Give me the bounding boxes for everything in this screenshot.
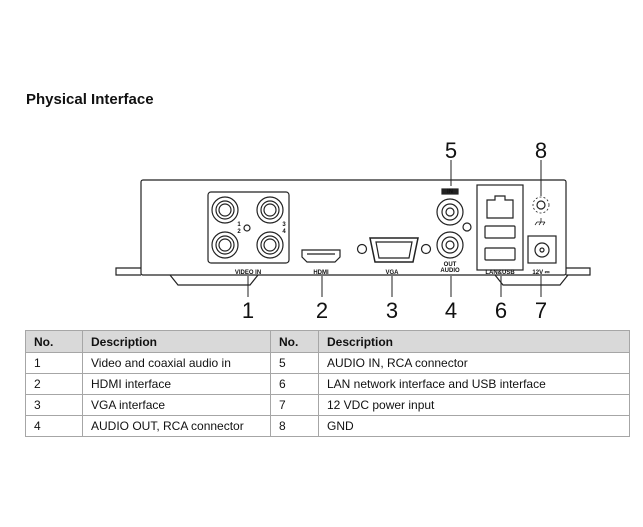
power-jack xyxy=(527,235,557,264)
callout-4: 4 xyxy=(445,298,457,323)
cell-no: 5 xyxy=(270,352,319,374)
table-header-row: No. Description No. Description xyxy=(25,330,630,353)
cell-description: VGA interface xyxy=(82,394,271,416)
cell-description: AUDIO IN, RCA connector xyxy=(318,352,630,374)
audio-in-tag xyxy=(441,188,459,195)
bnc-connector xyxy=(256,231,284,259)
header-description: Description xyxy=(82,330,271,353)
table-row: 2 HDMI interface 6 LAN network interface… xyxy=(25,373,630,395)
cell-description: HDMI interface xyxy=(82,373,271,395)
right-foot xyxy=(494,274,569,286)
header-no: No. xyxy=(270,330,319,353)
cell-no: 2 xyxy=(25,373,83,395)
bnc-channel-label: 4 xyxy=(282,229,286,235)
callout-7: 7 xyxy=(535,298,547,323)
leader-lines xyxy=(247,160,542,297)
callout-3: 3 xyxy=(386,298,398,323)
cell-description: Video and coaxial audio in xyxy=(82,352,271,374)
bnc-connector xyxy=(211,196,239,224)
vga-label: VGA xyxy=(385,270,399,276)
bnc-connector xyxy=(211,231,239,259)
callout-2: 2 xyxy=(316,298,328,323)
header-description: Description xyxy=(318,330,630,353)
audio-out-tag-label: OUT xyxy=(444,262,457,268)
cell-no: 8 xyxy=(270,415,319,437)
callout-6: 6 xyxy=(495,298,507,323)
cell-no: 7 xyxy=(270,394,319,416)
lan-usb-label: LAN&USB xyxy=(485,270,515,276)
callout-1: 1 xyxy=(242,298,254,323)
device-body xyxy=(140,179,567,276)
audio-in-rca xyxy=(436,198,464,226)
left-flange xyxy=(115,267,141,276)
left-foot xyxy=(169,274,259,286)
cell-description: GND xyxy=(318,415,630,437)
audio-label: AUDIO xyxy=(440,268,460,274)
video-in-label: VIDEO IN xyxy=(235,270,261,276)
interface-table: No. Description No. Description 1 Video … xyxy=(25,330,630,437)
cell-description: LAN network interface and USB interface xyxy=(318,373,630,395)
power-label: 12V ⎓ xyxy=(532,270,549,276)
rj45-port xyxy=(486,195,514,219)
header-no: No. xyxy=(25,330,83,353)
table-row: 1 Video and coaxial audio in 5 AUDIO IN,… xyxy=(25,352,630,374)
bnc-channel-label: 1 xyxy=(237,222,241,228)
vga-port xyxy=(356,237,432,263)
gnd-terminal xyxy=(532,196,550,226)
right-flange xyxy=(566,267,591,276)
hdmi-port xyxy=(301,249,341,263)
ground-icon xyxy=(534,218,546,226)
cell-no: 6 xyxy=(270,373,319,395)
cell-no: 3 xyxy=(25,394,83,416)
usb-port xyxy=(484,247,516,261)
audio-out-rca xyxy=(436,231,464,259)
section-heading: Physical Interface xyxy=(26,91,154,108)
bnc-channel-label: 3 xyxy=(282,222,286,228)
lan-usb-block xyxy=(476,184,524,271)
table-row: 4 AUDIO OUT, RCA connector 8 GND xyxy=(25,415,630,437)
table-row: 3 VGA interface 7 12 VDC power input xyxy=(25,394,630,416)
cell-no: 1 xyxy=(25,352,83,374)
usb-port xyxy=(484,225,516,239)
callout-8: 8 xyxy=(535,138,547,163)
cell-description: 12 VDC power input xyxy=(318,394,630,416)
bnc-channel-label: 2 xyxy=(237,229,241,235)
callout-5: 5 xyxy=(445,138,457,163)
bnc-connector xyxy=(256,196,284,224)
cell-description: AUDIO OUT, RCA connector xyxy=(82,415,271,437)
audio-in-tag-label: IN xyxy=(447,189,453,195)
video-in-bnc-group xyxy=(207,191,290,264)
cell-no: 4 xyxy=(25,415,83,437)
hdmi-label: HDMI xyxy=(313,270,329,276)
